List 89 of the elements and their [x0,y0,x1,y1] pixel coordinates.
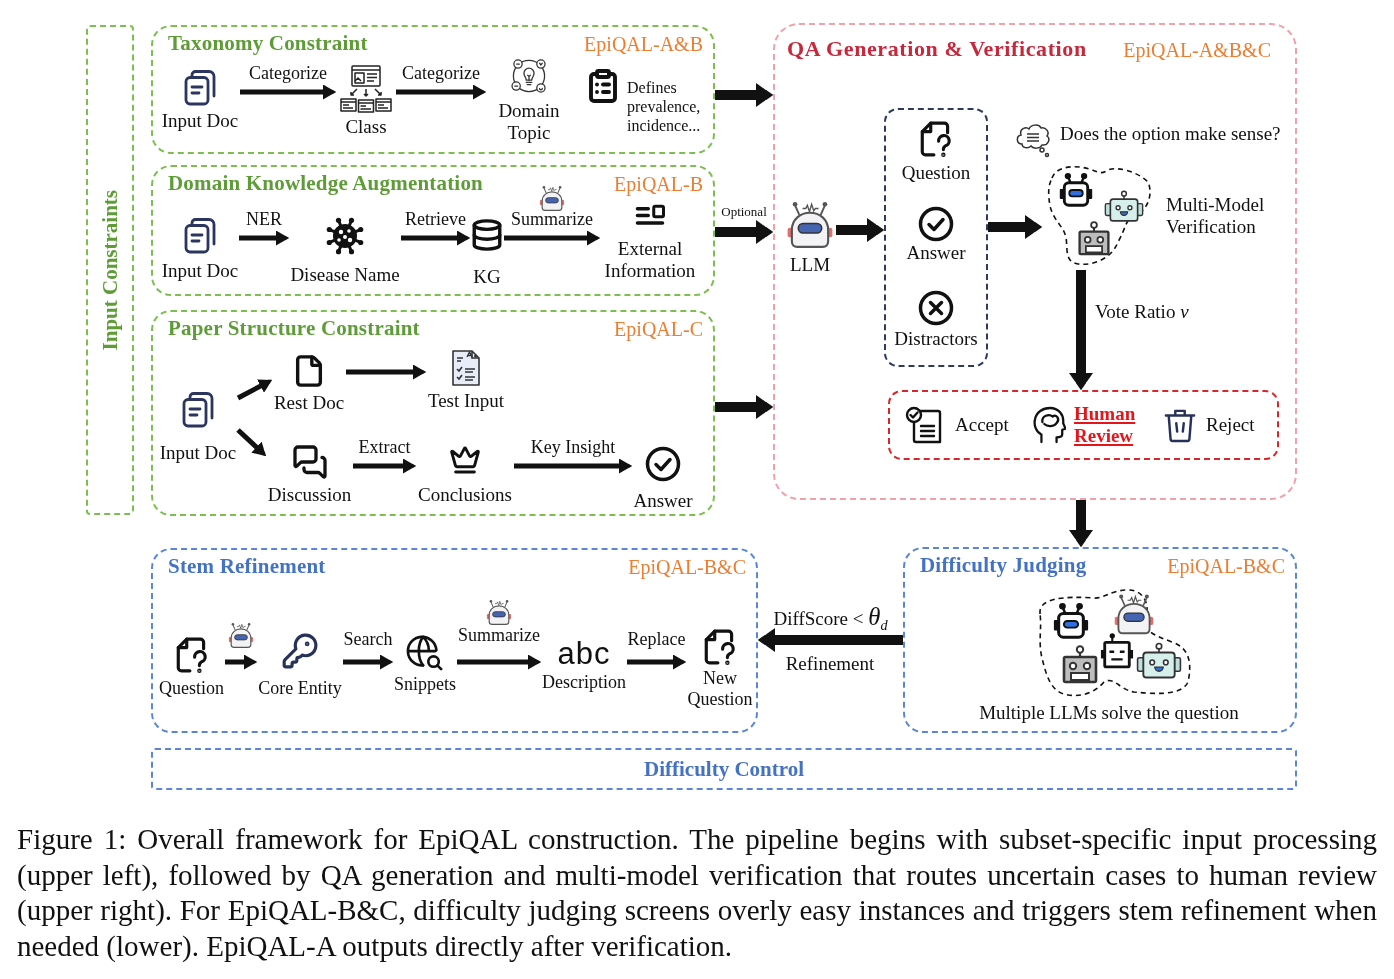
subset-tag: EpiQAL-C [614,317,703,341]
subset-tag: EpiQAL-A&B [584,32,703,56]
edge-label: Categorize [249,63,327,85]
node-label: Input Doc [161,260,239,282]
arrow [346,364,426,380]
arrow [236,377,274,401]
stage-panel [773,23,1297,500]
node-label: Description [542,672,626,693]
subset-tag: EpiQAL-A&B&C [1123,38,1271,62]
node-label: Test Input [427,390,505,412]
arrow [396,84,486,100]
node-label: Accept [955,414,1009,436]
arrow [988,215,1042,239]
edge-label: Vote Ratio v [1095,300,1189,324]
stage-panel [903,547,1297,733]
node-label: Rest Doc [273,392,345,414]
node-label: Answer [906,242,966,264]
arrow [715,395,773,419]
section-band [151,748,1297,790]
node-label: Input Doc [159,442,237,464]
panel-title: Difficulty Judging [920,552,1087,578]
arrow [457,654,541,670]
arrow [758,628,903,652]
arrow [836,218,884,242]
edge-label: Retrieve [405,209,466,231]
node-label: Class [345,116,387,138]
panel-title: Taxonomy Constraint [168,30,368,56]
edge-label: Summarize [511,209,593,231]
prompt-text: Does the option make sense? [1060,122,1281,146]
panel-title: Stem Refinement [168,553,326,579]
edge-label: Optional [721,204,767,220]
edge-label: Search [343,629,393,651]
node-label: Discussion [267,484,352,506]
stage-panel [151,25,715,154]
node-label: Multi-Model Verification [1166,194,1266,238]
node-label: Question [901,162,971,184]
subset-tag: EpiQAL-B&C [1167,554,1285,578]
arrow [715,220,773,244]
edge-label: Categorize [402,63,480,85]
arrow [627,654,686,670]
arrow [240,84,336,100]
edge-label: Summarize [458,625,540,647]
node-label: Question [159,678,224,699]
subset-tag: EpiQAL-B&C [628,555,746,579]
node-label: Reject [1206,414,1255,436]
edge-label: NER [246,209,282,231]
node-label: Answer [633,490,693,512]
node-label: Domain Topic [497,100,561,144]
node-label: Distractors [894,328,978,350]
edge-label: Extract [358,437,411,459]
arrow [514,458,632,474]
band-label: Input Constraints [98,189,122,351]
subset-tag: EpiQAL-B [614,172,703,196]
arrow [239,230,289,246]
node-label: Core Entity [258,678,342,699]
arrow [1069,500,1093,547]
node-label: Input Doc [161,110,239,132]
stage-panel [151,310,715,516]
panel-title: Paper Structure Constraint [168,315,420,341]
node-label: External Information [603,238,697,282]
arrow [225,654,257,670]
arrow [343,654,393,670]
arrow [236,428,268,458]
caption: Figure 1: Overall framework for EpiQAL construction. The pipeline begins with subset-specific input processing (upper left), followed by QA generation and multi-model verification that routes uncertain cases to human review (upper right). For EpiQAL-B&C, difficulty judging screens overly easy instances and triggers stem refinement when needed (lower). EpiQAL-A outputs directly after verification. [17,822,1377,964]
node-label: Multiple LLMs solve the question [979,702,1239,724]
panel-title: Domain Knowledge Augmentation [168,170,483,196]
group-frame [888,390,1279,460]
node-label: LLM [789,254,831,276]
node-label: Defines prevalence, incidence... [627,78,702,135]
node-label: New Question [686,668,754,710]
edge-note: Refinement [785,652,875,676]
group-frame [884,108,988,367]
node-label: Human Review [1074,403,1137,447]
edge-label: DiffScore < θ$_{d}$ [773,602,888,634]
node-label: KG [473,266,501,288]
panel-title: QA Generation & Verification [787,36,1087,62]
node-label: Conclusions [418,484,512,506]
edge-label: Replace [627,629,686,651]
arrow [1069,270,1093,390]
arrow [715,83,773,107]
section-band [86,25,134,515]
symbol-text: abc [557,638,611,670]
node-label: Snippets [394,674,456,695]
arrow [504,230,600,246]
band-label: Difficulty Control [644,757,804,781]
arrow [353,458,416,474]
edge-label: Key Insight [530,437,616,459]
arrow [401,230,470,246]
node-label: Disease Name [290,264,400,286]
